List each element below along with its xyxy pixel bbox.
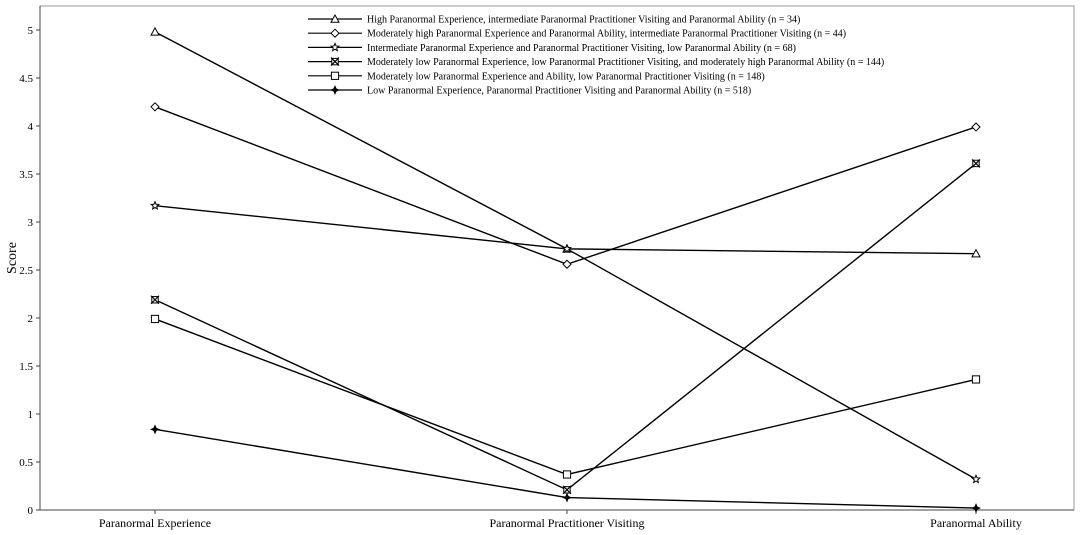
y-tick-label: 4 [28,121,34,133]
series-diamond [150,102,981,269]
marker-square [150,314,160,324]
marker-square-x [150,295,160,305]
y-tick-label: 3.5 [19,169,33,181]
marker-square [562,470,572,479]
marker-star [970,473,982,484]
marker-star [329,42,341,52]
marker-four-point-star [561,492,573,503]
marker-triangle [150,26,160,36]
y-axis-title: Score [5,242,20,274]
marker-diamond [150,102,160,112]
series-four-point-star [149,424,982,514]
series-square [150,314,981,479]
marker-triangle [971,248,981,258]
y-tick-label: 2.5 [19,265,33,277]
legend: High Paranormal Experience, intermediate… [308,13,884,97]
marker-triangle [330,13,340,23]
x-tick-label: Paranormal Experience [99,516,211,530]
legend-entry: Moderately high Paranormal Experience an… [308,28,846,40]
y-tick-label: 0 [28,505,34,517]
marker-square-x-cross [562,485,572,495]
legend-label: Low Paranormal Experience, Paranormal Pr… [367,86,751,97]
legend-entry: Low Paranormal Experience, Paranormal Pr… [308,84,751,97]
marker-diamond [330,28,340,38]
y-tick-label: 0.5 [19,457,33,469]
legend-label: High Paranormal Experience, intermediate… [367,15,800,26]
y-tick-label: 2 [28,313,34,325]
marker-diamond [971,122,981,132]
marker-four-point-star [970,503,982,514]
marker-square [971,375,981,384]
marker-star [561,243,573,254]
series-star [149,200,982,484]
marker-square-x-cross [971,159,981,168]
x-tick-label: Paranormal Practitioner Visiting [489,516,644,530]
marker-star [149,200,161,210]
series-line [154,318,977,476]
x-tick-label: Paranormal Ability [930,516,1022,530]
legend-entry: High Paranormal Experience, intermediate… [308,13,800,26]
marker-four-point-star [329,84,341,96]
marker-square-x [971,159,981,168]
series-line [154,162,977,491]
series-layer [149,26,982,514]
y-tick-label: 4.5 [19,73,33,85]
legend-entry: Moderately low Paranormal Experience, lo… [308,57,884,68]
marker-square-x [330,57,340,67]
y-tick-label: 5 [28,25,34,37]
marker-diamond [562,259,572,269]
legend-entry: Intermediate Paranormal Experience and P… [308,42,796,54]
legend-label: Moderately low Paranormal Experience, lo… [367,57,884,68]
y-tick-label: 3 [28,217,34,229]
legend-entry: Moderately low Paranormal Experience and… [308,71,765,82]
legend-label: Moderately high Paranormal Experience an… [367,29,846,40]
marker-square [330,71,340,80]
series-square-x [150,159,981,495]
marker-square-x-cross [330,57,340,67]
marker-four-point-star [149,424,161,435]
legend-label: Moderately low Paranormal Experience and… [367,71,765,82]
y-tick-label: 1 [28,409,34,421]
series-line [154,106,977,265]
legend-label: Intermediate Paranormal Experience and P… [367,43,796,54]
marker-square-x-cross [150,295,160,305]
y-tick-label: 1.5 [19,361,33,373]
